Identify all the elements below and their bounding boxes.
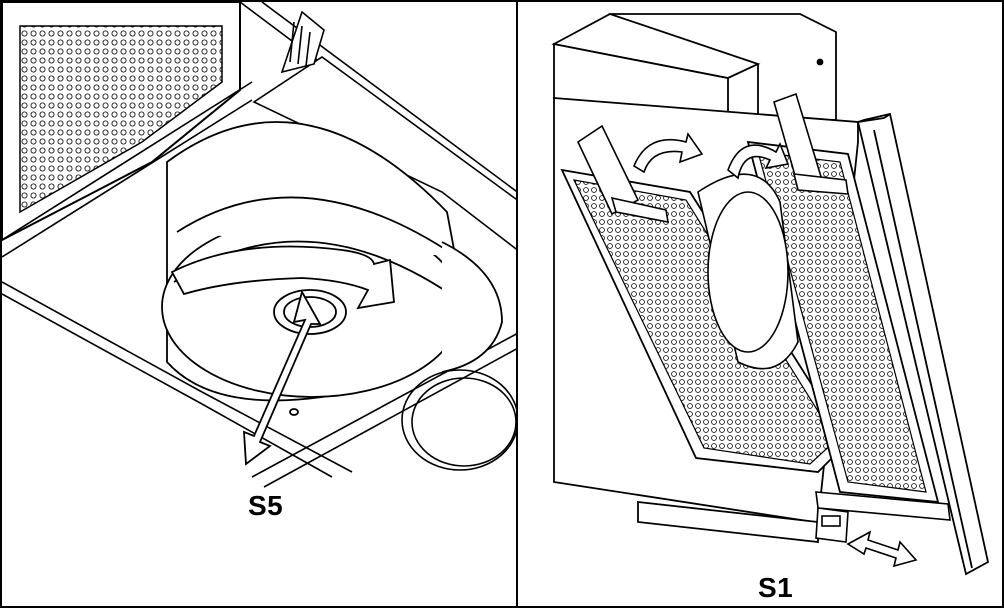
rotate-arrows [632, 132, 790, 180]
panel-label-s5: S5 [248, 490, 284, 521]
blower [697, 173, 799, 370]
hood-filter-illustration [551, 13, 990, 576]
duct-collar [252, 10, 516, 250]
panel-s1: S1 [516, 0, 1004, 608]
grease-filter [2, 2, 241, 242]
panel-s5: S5 [0, 0, 518, 608]
push-arrow [243, 289, 322, 466]
slide-arrow [846, 530, 918, 568]
panel-label-s1: S1 [758, 572, 794, 603]
grease-filter-left [560, 168, 850, 473]
front-trim [856, 112, 990, 576]
filter-clips [576, 92, 849, 224]
slide-rail [815, 491, 951, 543]
hood-underside-illustration [2, 2, 516, 488]
gasket-ring [401, 369, 516, 471]
rotate-arrow [170, 245, 395, 310]
